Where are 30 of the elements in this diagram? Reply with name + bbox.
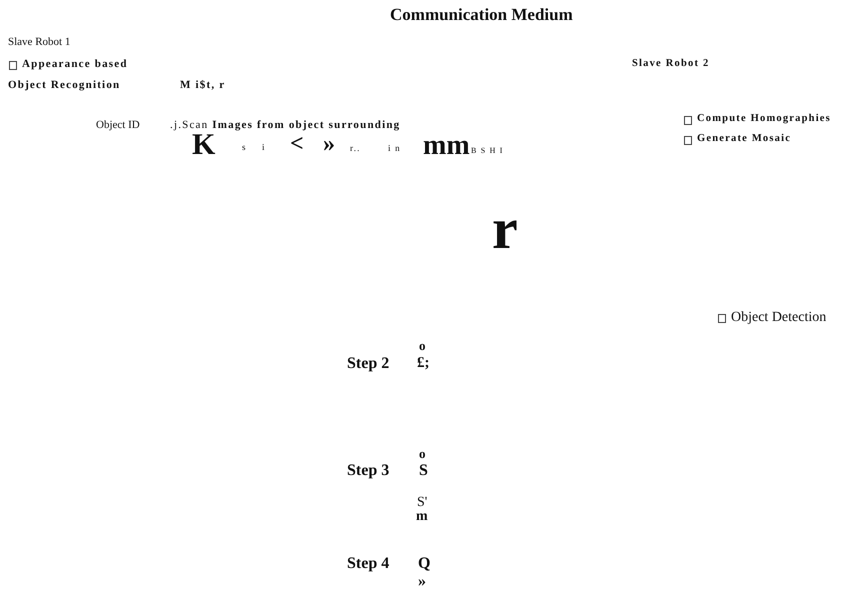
garbled-glyph: £; — [417, 355, 430, 372]
task-text: Generate Mosaic — [697, 133, 792, 145]
garbled-glyph: m — [416, 509, 428, 524]
garbled-glyph: s — [242, 143, 246, 153]
garbled-glyph: mm — [423, 131, 470, 162]
task-text: Compute Homographies — [697, 113, 831, 125]
robot-label: Slave Robot 2 — [632, 58, 710, 70]
garbled-glyph: r — [492, 197, 518, 261]
step-text: Object ID — [96, 119, 140, 132]
garbled-glyph: i — [262, 143, 265, 153]
garbled-glyph: » — [418, 573, 426, 591]
garbled-glyph: r.. — [350, 144, 361, 154]
diagram-title: Communication Medium — [390, 6, 573, 25]
task-text: Object Detection — [731, 310, 826, 326]
garbled-glyph: o — [419, 447, 426, 462]
step-label: Step 3 — [347, 462, 390, 480]
garbled-glyph: i n — [388, 144, 401, 154]
garbled-glyph: B S H I — [471, 147, 504, 156]
garbled-glyph: Q — [418, 555, 430, 573]
garbled-text: M i$t, r — [180, 79, 226, 92]
feature-text: Appearance based — [22, 58, 128, 70]
step-label: Step 2 — [347, 355, 390, 373]
garbled-glyph: o — [419, 339, 426, 354]
garbled-glyph: S — [419, 462, 428, 480]
robot-label: Slave Robot 1 — [8, 36, 70, 48]
feature-text: Object Recognition — [8, 79, 120, 92]
garbled-glyph: < — [290, 131, 304, 158]
step-label: Step 4 — [347, 555, 390, 573]
garbled-glyph: » — [323, 131, 335, 158]
garbled-glyph: S' — [417, 495, 428, 510]
